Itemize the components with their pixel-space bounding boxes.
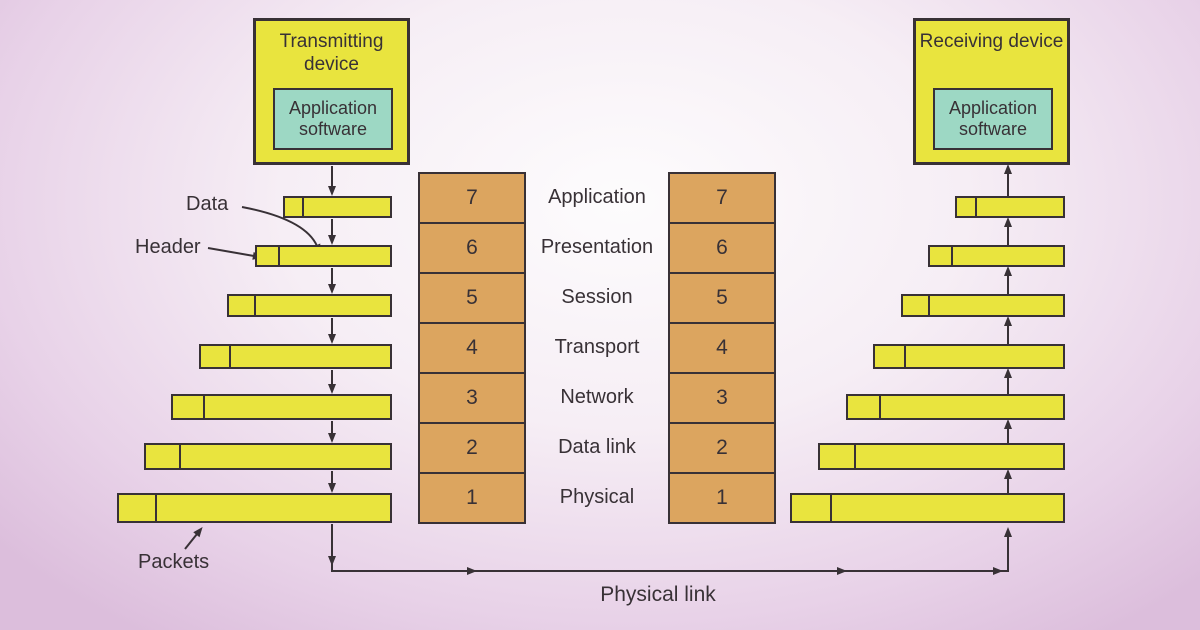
packet-header-segment [201, 346, 231, 367]
osi-layer-cell: 1 [716, 486, 728, 509]
packet-bar-rx-2 [928, 245, 1065, 267]
osi-layer-label: Physical [559, 485, 635, 508]
osi-layer-cell: 6 [420, 224, 524, 274]
packet-bar-tx-7 [117, 493, 392, 523]
packet-bar-tx-5 [171, 394, 392, 420]
packet-bar-tx-6 [144, 443, 392, 470]
packet-bar-tx-1 [283, 196, 392, 218]
osi-layer-cell: 4 [420, 324, 524, 374]
osi-stack-receive: 7 6 5 4 3 2 1 [668, 172, 776, 524]
osi-layer-cell: 4 [670, 324, 774, 374]
osi-layer-label: Session [561, 285, 633, 308]
osi-layer-cell: 6 [670, 224, 774, 274]
osi-layer-label: Application [548, 185, 646, 208]
packet-header-segment [903, 296, 930, 315]
packet-header-segment [229, 296, 256, 315]
osi-stack-transmit: 7 6 5 4 3 2 1 [418, 172, 526, 524]
osi-layer-label: Data link [558, 435, 636, 458]
osi-layer-label: Network [560, 385, 634, 408]
packet-bar-rx-1 [955, 196, 1065, 218]
packet-header-segment [820, 445, 856, 468]
osi-layer-cell: 7 [670, 174, 774, 224]
packet-header-segment [257, 247, 280, 265]
data-label: Data [186, 193, 229, 215]
packet-header-segment [848, 396, 881, 418]
physical-link-line [331, 527, 1012, 575]
transmitting-application-software-label: Application software [288, 97, 378, 139]
packet-header-segment [146, 445, 181, 468]
header-label: Header [135, 236, 201, 258]
packet-bar-tx-3 [227, 294, 392, 317]
data-annotation-arrow [241, 206, 321, 255]
packet-header-segment [875, 346, 906, 367]
packet-bar-tx-4 [199, 344, 392, 369]
packet-header-segment [285, 198, 304, 216]
osi-layer-cell: 2 [670, 424, 774, 474]
packet-bar-tx-2 [255, 245, 392, 267]
packets-annotation-arrow [184, 526, 203, 550]
osi-layer-labels: Application Presentation Session Transpo… [527, 172, 667, 522]
receiving-application-software-label: Application software [948, 97, 1038, 139]
osi-layer-cell: 7 [420, 174, 524, 224]
packet-bar-rx-3 [901, 294, 1065, 317]
receiving-device-box: Receiving device Application software [913, 18, 1070, 165]
packet-bar-rx-4 [873, 344, 1065, 369]
osi-layer-cell: 3 [670, 374, 774, 424]
packet-header-segment [792, 495, 832, 521]
osi-layer-cell: 5 [420, 274, 524, 324]
osi-layer-label: Transport [554, 335, 640, 358]
packet-bar-rx-5 [846, 394, 1065, 420]
osi-layer-cell: 1 [466, 486, 478, 509]
receiving-device-title: Receiving device [919, 31, 1064, 52]
osi-layer-label: Presentation [540, 235, 654, 258]
packet-bar-rx-6 [818, 443, 1065, 470]
header-annotation-arrow [207, 247, 263, 260]
osi-layer-cell: 2 [420, 424, 524, 474]
packet-header-segment [957, 198, 977, 216]
packets-label: Packets [138, 551, 210, 573]
packet-bar-rx-7 [790, 493, 1065, 523]
packet-header-segment [930, 247, 953, 265]
osi-layer-cell: 3 [420, 374, 524, 424]
transmitting-device-box: Transmitting device Application software [253, 18, 410, 165]
receiving-application-software-box: Application software [933, 88, 1053, 150]
packet-header-segment [119, 495, 157, 521]
transmitting-device-title: Transmitting device [279, 31, 384, 76]
physical-link-label: Physical link [600, 583, 716, 606]
osi-layer-cell: 5 [670, 274, 774, 324]
transmitting-application-software-box: Application software [273, 88, 393, 150]
packet-header-segment [173, 396, 205, 418]
